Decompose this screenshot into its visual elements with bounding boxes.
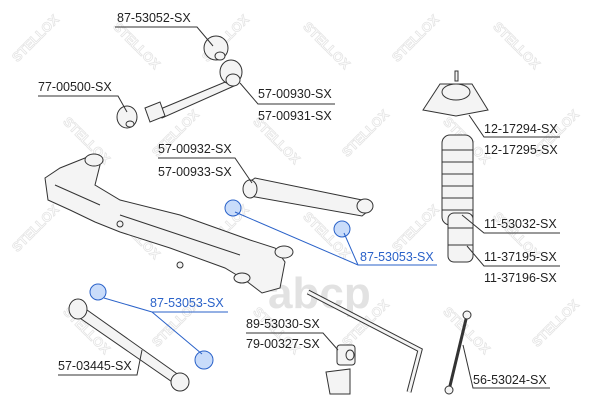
watermark-text: STELLOX [490, 19, 543, 72]
lower-arm [68, 298, 190, 392]
part-label-highlighted: 87-53053-SX [150, 296, 224, 310]
abcp-watermark-logo: abcp [268, 269, 371, 318]
part-label: 57-00930-SX [258, 87, 332, 101]
watermark-text: STELLOX [300, 19, 353, 72]
leader-lines [38, 26, 560, 389]
dust-boot [441, 134, 474, 226]
part-label: 57-00933-SX [158, 165, 232, 179]
part-label: 77-00500-SX [38, 80, 112, 94]
part-label-highlighted: 87-53053-SX [360, 250, 434, 264]
watermark-text: STELLOX [529, 297, 582, 350]
part-label: 87-53052-SX [117, 11, 191, 25]
upper-arm [144, 59, 243, 123]
part-label: 56-53024-SX [473, 373, 547, 387]
part-label: 57-00932-SX [158, 142, 232, 156]
part-label: 11-37195-SX [484, 250, 557, 264]
part-label: 57-00931-SX [258, 109, 332, 123]
stabilizer-bar [306, 289, 423, 393]
strut-mount [422, 70, 489, 117]
stabilizer-link [444, 310, 472, 395]
bump-stop [447, 212, 474, 263]
watermark-text: STELLOX [9, 202, 62, 255]
part-label: 12-17295-SX [484, 143, 558, 157]
highlighted-bushing [89, 199, 351, 370]
watermark-text: STELLOX [339, 107, 392, 160]
stabilizer-bushing [325, 344, 356, 395]
part-label: 57-03445-SX [58, 359, 132, 373]
part-label: 11-53032-SX [484, 217, 557, 231]
part-label: 79-00327-SX [246, 337, 320, 351]
part-label: 12-17294-SX [484, 122, 558, 136]
subframe [44, 153, 294, 294]
trailing-arm [242, 177, 374, 217]
watermark-text: STELLOX [9, 12, 62, 65]
part-label: 11-37196-SX [484, 271, 557, 285]
watermark-text: STELLOX [389, 12, 442, 65]
watermark-text: STELLOX [389, 202, 442, 255]
part-label: 89-53030-SX [246, 317, 320, 331]
clevis-bushing [116, 105, 138, 129]
